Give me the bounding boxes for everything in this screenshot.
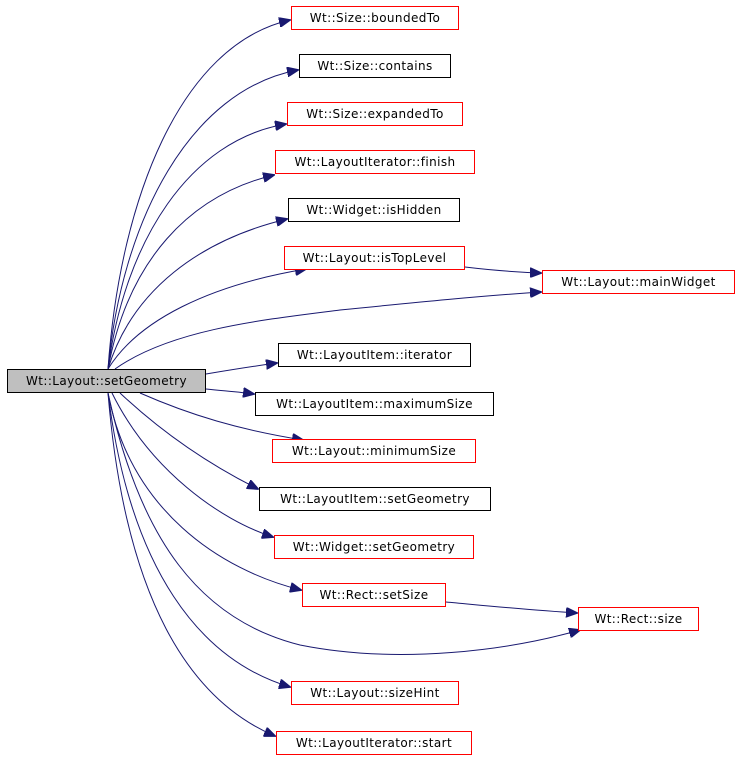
edge-root-setSize: [107, 392, 301, 590]
edge-root-size: [107, 392, 580, 655]
edge-root-finish: [107, 175, 274, 370]
node-layoutitem-setGeometry[interactable]: Wt::LayoutItem::setGeometry: [259, 487, 491, 511]
edge-root-itemSetGeometry: [119, 392, 258, 489]
edge-root-iterator: [205, 363, 277, 375]
edge-root-minimumSize: [139, 392, 303, 440]
node-root-setGeometry[interactable]: Wt::Layout::setGeometry: [7, 369, 206, 393]
node-minimumSize[interactable]: Wt::Layout::minimumSize: [272, 439, 476, 463]
node-isTopLevel[interactable]: Wt::Layout::isTopLevel: [284, 246, 465, 270]
edge-setSize-size: [445, 601, 577, 613]
edge-root-expandedTo: [107, 124, 286, 370]
node-contains[interactable]: Wt::Size::contains: [299, 54, 451, 78]
edge-root-mainWidget: [114, 292, 541, 370]
node-mainWidget[interactable]: Wt::Layout::mainWidget: [542, 270, 735, 294]
edge-root-widgetSetGeometry: [111, 392, 273, 537]
edge-root-start: [107, 392, 275, 736]
edge-root-isTopLevel: [107, 269, 306, 370]
edge-root-sizeHint: [107, 392, 290, 687]
node-sizeHint[interactable]: Wt::Layout::sizeHint: [291, 681, 459, 705]
edge-root-isHidden: [107, 219, 287, 370]
node-finish[interactable]: Wt::LayoutIterator::finish: [275, 150, 475, 174]
node-boundedTo[interactable]: Wt::Size::boundedTo: [291, 6, 459, 30]
node-setSize[interactable]: Wt::Rect::setSize: [302, 583, 446, 607]
edge-root-maximumSize: [205, 389, 254, 394]
node-widget-setGeometry[interactable]: Wt::Widget::setGeometry: [274, 535, 474, 559]
node-start[interactable]: Wt::LayoutIterator::start: [276, 731, 472, 755]
node-size[interactable]: Wt::Rect::size: [578, 607, 699, 631]
edge-root-boundedTo: [107, 20, 290, 370]
node-iterator[interactable]: Wt::LayoutItem::iterator: [278, 343, 471, 367]
node-expandedTo[interactable]: Wt::Size::expandedTo: [287, 102, 463, 126]
node-isHidden[interactable]: Wt::Widget::isHidden: [288, 198, 460, 222]
edges: [107, 20, 580, 736]
edge-isTopLevel-mainWidget: [464, 266, 541, 273]
edge-root-contains: [107, 70, 298, 370]
node-maximumSize[interactable]: Wt::LayoutItem::maximumSize: [255, 392, 494, 416]
